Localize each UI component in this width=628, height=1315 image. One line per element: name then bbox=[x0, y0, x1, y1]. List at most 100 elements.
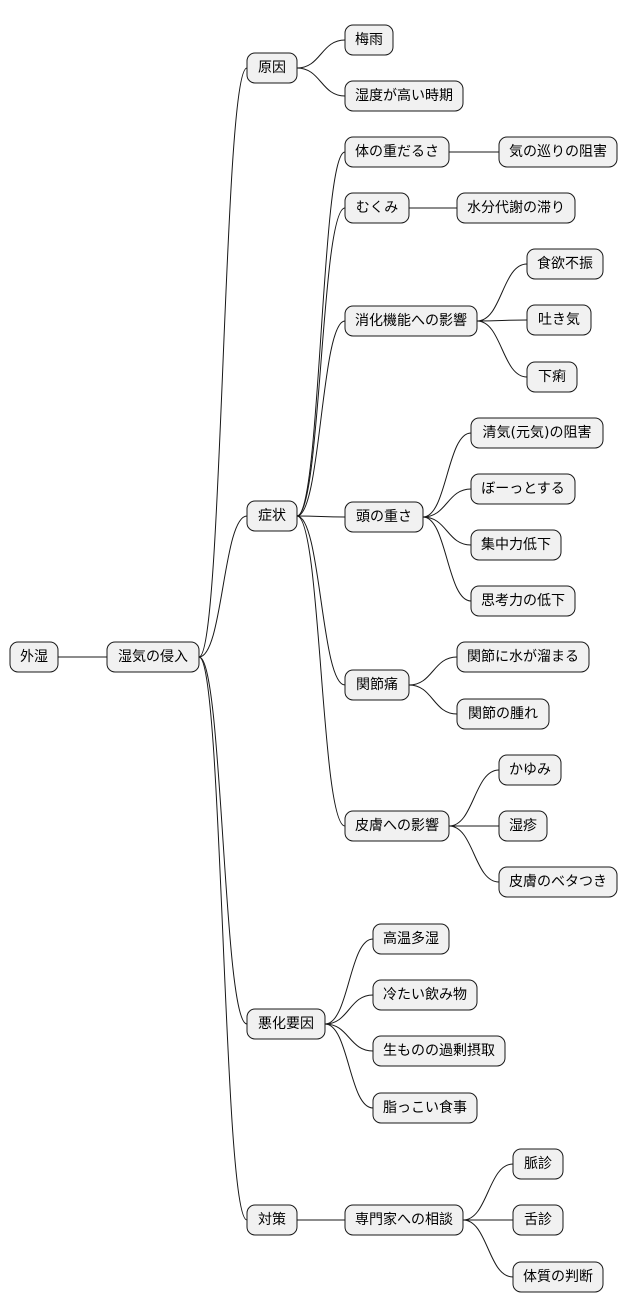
node-label: 体質の判断 bbox=[523, 1269, 593, 1285]
node-label: 湿気の侵入 bbox=[118, 648, 188, 665]
node-s-dig-c0: 食欲不振 bbox=[526, 248, 604, 280]
node-s-dig-c2: 下痢 bbox=[526, 361, 578, 393]
edge-symptoms-to-s-joint bbox=[296, 515, 346, 686]
node-s-body: 体の重だるさ bbox=[344, 136, 450, 168]
node-s-head-c1: ぼーっとする bbox=[470, 473, 576, 505]
node-label: 脈診 bbox=[524, 1156, 552, 1172]
node-box bbox=[498, 866, 618, 898]
edge-s-joint-to-s-joint-c0 bbox=[408, 656, 458, 686]
node-box bbox=[470, 473, 576, 505]
node-label: 症状 bbox=[258, 508, 286, 524]
node-s-joint-c1: 関節の腫れ bbox=[456, 698, 550, 730]
node-box bbox=[246, 1008, 326, 1040]
node-label: 食欲不振 bbox=[537, 255, 593, 272]
node-label: 思考力の低下 bbox=[481, 593, 565, 609]
node-root: 外湿 bbox=[9, 641, 59, 673]
node-s-body-c0: 気の巡りの阻害 bbox=[498, 136, 618, 168]
node-label: 関節に水が溜まる bbox=[467, 648, 579, 665]
edge-symptoms-to-s-skin bbox=[296, 515, 346, 827]
node-box bbox=[498, 754, 562, 786]
node-box bbox=[372, 923, 450, 955]
node-aggr: 悪化要因 bbox=[246, 1008, 326, 1040]
node-label: 生ものの過剰摂取 bbox=[383, 1043, 495, 1059]
node-label: 脂っこい食事 bbox=[383, 1099, 467, 1116]
node-label: 下痢 bbox=[538, 369, 566, 385]
node-box bbox=[372, 1035, 506, 1067]
node-label: 吐き気 bbox=[538, 312, 580, 328]
node-label: 湿度が高い時期 bbox=[355, 87, 453, 104]
edge-l1-to-aggr bbox=[198, 656, 248, 1025]
edge-s-joint-to-s-joint-c1 bbox=[408, 684, 458, 715]
edge-l1-to-symptoms bbox=[198, 515, 248, 658]
node-label: 関節の腫れ bbox=[468, 705, 538, 722]
node-box bbox=[526, 248, 604, 280]
node-aggr-c2: 生ものの過剰摂取 bbox=[372, 1035, 506, 1067]
node-box bbox=[470, 585, 576, 617]
node-box bbox=[470, 529, 562, 561]
node-label: 原因 bbox=[258, 60, 286, 76]
node-box bbox=[246, 500, 298, 532]
node-label: むくみ bbox=[356, 200, 399, 216]
node-s-swell: むくみ bbox=[344, 192, 410, 224]
mindmap-edges bbox=[58, 39, 528, 1278]
node-label: 体の重だるさ bbox=[355, 144, 439, 160]
node-box bbox=[512, 1148, 564, 1180]
node-label: 皮膚のベタつき bbox=[509, 874, 607, 890]
node-box bbox=[344, 24, 394, 56]
node-box bbox=[456, 641, 590, 673]
node-c-consult-c0: 脈診 bbox=[512, 1148, 564, 1180]
node-box bbox=[498, 810, 548, 842]
node-label: 専門家への相談 bbox=[355, 1211, 453, 1228]
node-s-skin-c0: かゆみ bbox=[498, 754, 562, 786]
node-box bbox=[246, 1204, 298, 1236]
edge-l1-to-counter bbox=[198, 656, 248, 1221]
node-s-dig: 消化機能への影響 bbox=[344, 305, 478, 337]
node-box bbox=[512, 1204, 564, 1236]
edge-aggr-to-aggr-c1 bbox=[324, 994, 374, 1025]
node-label: 集中力低下 bbox=[481, 536, 551, 553]
node-s-head-c3: 思考力の低下 bbox=[470, 585, 576, 617]
edge-symptoms-to-s-swell bbox=[296, 207, 346, 517]
edge-c-consult-to-c-consult-c2 bbox=[462, 1219, 514, 1278]
node-s-joint-c0: 関節に水が溜まる bbox=[456, 641, 590, 673]
node-box bbox=[512, 1261, 604, 1293]
edge-s-head-to-s-head-c2 bbox=[422, 516, 472, 546]
node-label: 外湿 bbox=[20, 649, 48, 665]
node-label: 水分代謝の滞り bbox=[467, 200, 565, 216]
edge-s-head-to-s-head-c3 bbox=[422, 516, 472, 602]
node-box bbox=[470, 417, 604, 449]
node-label: 悪化要因 bbox=[258, 1016, 314, 1032]
node-label: 皮膚への影響 bbox=[355, 817, 439, 834]
edge-aggr-to-aggr-c3 bbox=[324, 1023, 374, 1109]
node-label: かゆみ bbox=[509, 762, 551, 778]
node-label: 気の巡りの阻害 bbox=[509, 144, 607, 160]
node-s-head: 頭の重さ bbox=[344, 501, 424, 533]
node-box bbox=[344, 80, 464, 112]
node-label: 清気(元気)の阻害 bbox=[483, 425, 592, 441]
node-label: 梅雨 bbox=[355, 32, 383, 48]
node-s-skin-c1: 湿疹 bbox=[498, 810, 548, 842]
node-label: 舌診 bbox=[524, 1212, 552, 1228]
edge-l1-to-cause bbox=[198, 67, 248, 658]
node-box bbox=[344, 192, 410, 224]
edge-s-dig-to-s-dig-c1 bbox=[476, 319, 528, 322]
node-s-skin: 皮膚への影響 bbox=[344, 810, 450, 842]
node-box bbox=[106, 641, 200, 673]
node-label: 湿疹 bbox=[509, 818, 537, 834]
node-cause: 原因 bbox=[246, 52, 298, 84]
edge-cause-to-cause-c1 bbox=[296, 67, 346, 97]
node-box bbox=[344, 136, 450, 168]
node-box bbox=[344, 669, 410, 701]
node-counter: 対策 bbox=[246, 1204, 298, 1236]
node-s-head-c2: 集中力低下 bbox=[470, 529, 562, 561]
node-aggr-c1: 冷たい飲み物 bbox=[372, 979, 478, 1011]
node-label: 関節痛 bbox=[356, 676, 398, 693]
node-cause-c0: 梅雨 bbox=[344, 24, 394, 56]
node-aggr-c3: 脂っこい食事 bbox=[372, 1092, 478, 1124]
node-label: 消化機能への影響 bbox=[355, 312, 467, 329]
edge-s-head-to-s-head-c1 bbox=[422, 488, 472, 518]
node-box bbox=[9, 641, 59, 673]
node-box bbox=[246, 52, 298, 84]
